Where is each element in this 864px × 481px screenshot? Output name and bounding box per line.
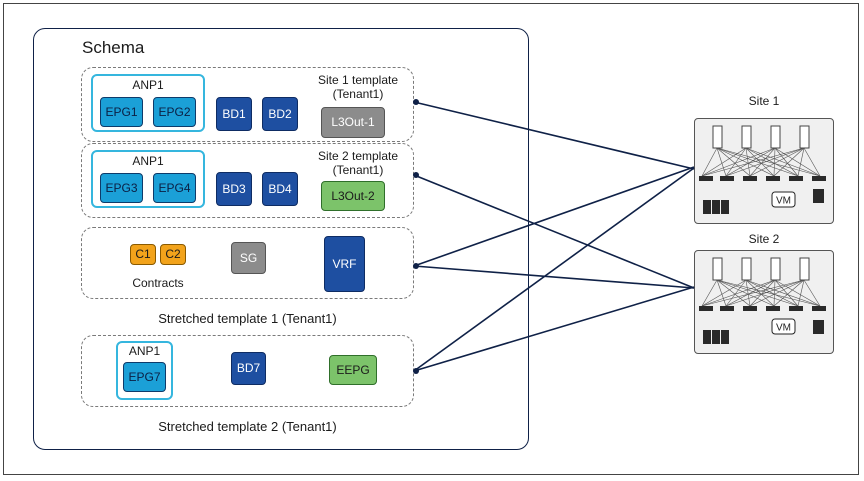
bd3-box[interactable]: BD3 [216, 172, 252, 206]
site1-fabric-icon: VM [699, 125, 826, 214]
connector-site1tpl-site1 [413, 101, 695, 170]
connector-dot [413, 368, 419, 374]
bd7-box[interactable]: BD7 [231, 352, 266, 385]
epg1-box[interactable]: EPG1 [100, 97, 143, 127]
bd1-box[interactable]: BD1 [216, 97, 252, 131]
vrf-box[interactable]: VRF [324, 236, 365, 292]
bd2-box[interactable]: BD2 [262, 97, 298, 131]
site2-template-tenant: (Tenant1) [332, 163, 384, 177]
stretched-template-1-label: Stretched template 1 (Tenant1) [158, 311, 337, 326]
site2-template[interactable] [81, 143, 414, 218]
sg-box[interactable]: SG [231, 242, 266, 274]
outer-frame [3, 3, 859, 475]
site1-anp-label: ANP1 [132, 78, 164, 92]
site2-fabric-icon: VM [699, 257, 826, 344]
site2-label: Site 2 [748, 232, 780, 246]
connector-dot [413, 99, 419, 105]
bd4-box[interactable]: BD4 [262, 172, 298, 206]
connector-dot [413, 172, 419, 178]
site2-anp-label: ANP1 [132, 154, 164, 168]
site2-vm-label: VM [776, 323, 791, 334]
stretched-template-1[interactable] [81, 227, 414, 299]
stretched-template-2-label: Stretched template 2 (Tenant1) [158, 419, 337, 434]
connector-stretched2-site1 [413, 167, 695, 372]
epg7-box[interactable]: EPG7 [123, 362, 166, 392]
l3out-1-box[interactable]: L3Out-1 [321, 107, 385, 138]
connector-site2tpl-site2 [413, 174, 695, 289]
epg3-box[interactable]: EPG3 [100, 173, 143, 203]
contract-c2-box[interactable]: C2 [160, 244, 186, 265]
site1-template-label: Site 1 template [317, 73, 399, 87]
site1-vm-label: VM [776, 196, 791, 207]
connector-dot [413, 263, 419, 269]
site1-template-tenant: (Tenant1) [332, 87, 384, 101]
connector-stretched2-site2 [413, 286, 695, 372]
schema-title: Schema [82, 38, 145, 57]
schema-container [33, 28, 529, 450]
connector-stretched1-site2 [413, 265, 695, 289]
contract-c1-box[interactable]: C1 [130, 244, 156, 265]
contracts-label: Contracts [132, 276, 184, 290]
epg4-box[interactable]: EPG4 [153, 173, 196, 203]
stretched2-anp-label: ANP1 [128, 344, 161, 358]
site2-template-label: Site 2 template [317, 149, 399, 163]
site1-template[interactable] [81, 67, 414, 142]
connector-stretched1-site1 [413, 166, 695, 267]
l3out-2-box[interactable]: L3Out-2 [321, 181, 385, 211]
epg2-box[interactable]: EPG2 [153, 97, 196, 127]
eepg-box[interactable]: EEPG [329, 355, 377, 385]
site1-label: Site 1 [748, 94, 780, 108]
